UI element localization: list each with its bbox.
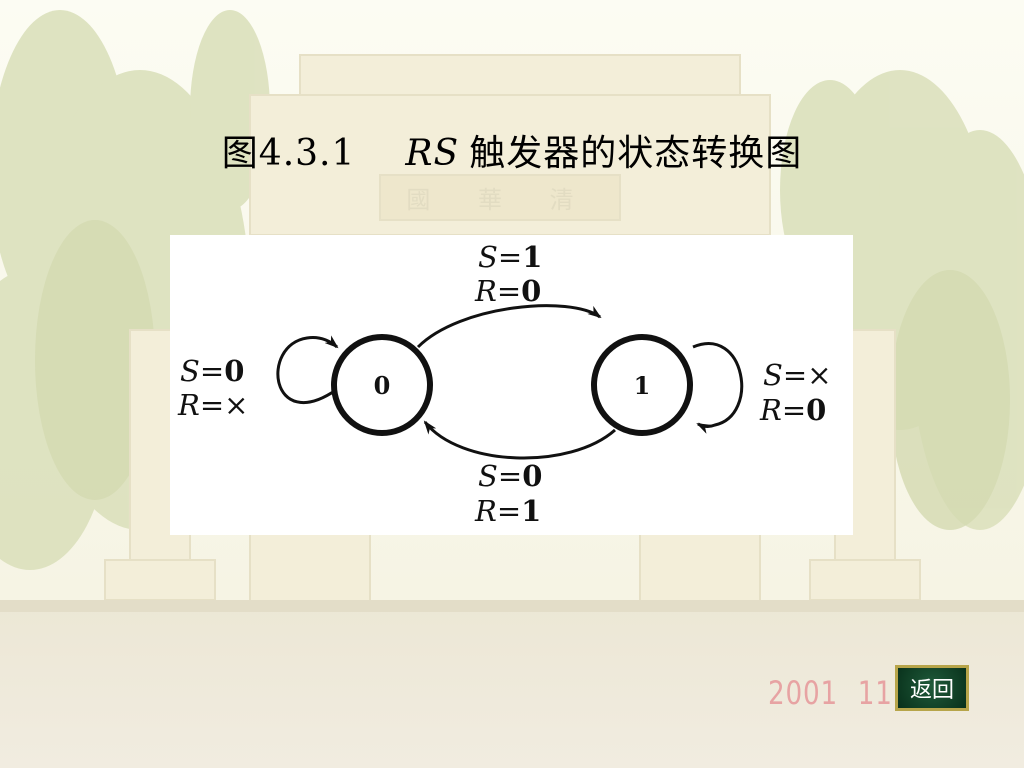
label-0-to-1-r: R=0 [474, 274, 541, 308]
trees-dark [35, 220, 1010, 530]
state-1-circle [591, 334, 693, 436]
figure-number: 图4.3.1 [221, 133, 356, 174]
label-1-to-0-s: S=0 [478, 459, 542, 493]
state-diagram-panel: 0 1 S=1 R=0 S=0 R=1 S=0 R=× S=× R=0 [170, 235, 853, 535]
back-button[interactable]: 返回 [895, 665, 969, 711]
label-loop-0-r: R=× [177, 388, 248, 422]
state-0-label: 0 [374, 371, 391, 400]
transition-arrow-1-to-0 [423, 420, 616, 460]
date-year: 2001 [768, 674, 839, 712]
back-button-label: 返回 [909, 678, 954, 703]
road [0, 600, 1024, 768]
state-1-label: 1 [634, 371, 651, 400]
date-month: 11 [857, 674, 893, 712]
self-loop-1 [692, 342, 744, 434]
transition-arrow-0-to-1 [416, 304, 602, 349]
title-rs: RS [405, 133, 460, 174]
label-loop-0-s: S=0 [180, 354, 244, 388]
gate-sign: 國 華 清 [406, 186, 593, 214]
state-0-circle [331, 334, 433, 436]
title-text: 触发器的状态转换图 [469, 133, 803, 174]
date-stamp: 2001 11 [768, 674, 893, 712]
label-1-to-0-r: R=1 [474, 494, 541, 528]
label-loop-1-s: S=× [763, 358, 832, 392]
self-loop-0 [276, 335, 339, 405]
state-diagram: 0 1 S=1 R=0 S=0 R=1 S=0 R=× S=× R=0 [177, 240, 832, 528]
road-shadow [0, 600, 1024, 612]
label-0-to-1-s: S=1 [478, 240, 542, 274]
label-loop-1-r: R=0 [759, 393, 826, 427]
gate [104, 54, 921, 606]
